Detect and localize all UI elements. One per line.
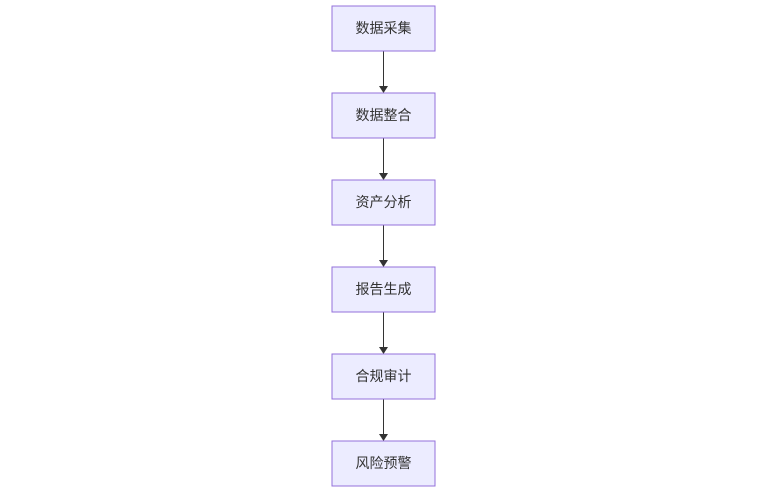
node-label: 数据采集 [356,20,412,37]
node-data-integration[interactable]: 数据整合 [331,92,436,139]
edge-5 [379,399,388,441]
node-label: 合规审计 [356,369,412,385]
arrow-head [379,260,388,267]
edge-3 [379,225,388,267]
node-label: 数据整合 [356,108,412,124]
node-label: 风险预警 [356,456,412,472]
arrow-head [379,434,388,441]
arrow-head [379,173,388,180]
node-label: 资产分析 [356,195,412,211]
node-compliance-audit[interactable]: 合规审计 [331,353,436,400]
edge-4 [379,312,388,354]
node-risk-alert[interactable]: 风险预警 [331,440,436,487]
node-report-generation[interactable]: 报告生成 [331,266,436,313]
node-asset-analysis[interactable]: 资产分析 [331,179,436,226]
edge-2 [379,138,388,180]
arrow-head [379,347,388,354]
arrow-head [379,86,388,93]
node-label: 报告生成 [356,282,412,298]
node-data-collection[interactable]: 数据采集 [331,5,436,52]
edge-1 [379,51,388,93]
